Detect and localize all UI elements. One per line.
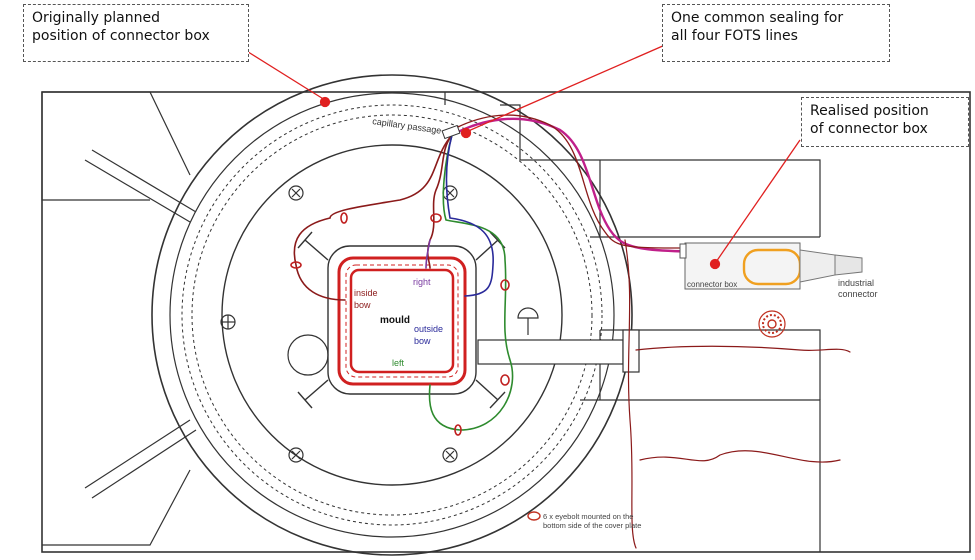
connector-box-label: connector box <box>687 280 737 289</box>
mould-label: mould <box>380 315 410 326</box>
common-sealing <box>441 124 461 140</box>
fiber-magenta <box>450 117 782 254</box>
callout-common-sealing: One common sealing for all four FOTS lin… <box>662 4 890 62</box>
callout-leaders <box>244 44 801 270</box>
capillary-label: capillary passage <box>372 116 442 136</box>
callout-sealing-line1: One common sealing for <box>671 10 844 26</box>
fiber-brown-f <box>639 450 841 463</box>
fiber-green <box>428 134 514 431</box>
right-rails <box>444 92 821 552</box>
fiber-brown-c <box>451 114 681 249</box>
fiber-brown-e <box>635 345 851 353</box>
turntable <box>151 74 633 556</box>
inside-bow-label-1: inside <box>354 288 378 298</box>
left-support-wedges <box>41 91 197 546</box>
inside-bow-label-2: bow <box>354 300 371 310</box>
connector-box <box>679 242 863 290</box>
callout-realised-line2: of connector box <box>810 121 928 137</box>
industrial-connector-label-2: connector <box>838 289 878 299</box>
callout-original-line2: position of connector box <box>32 28 210 44</box>
left-label: left <box>392 358 405 368</box>
outside-bow-label-1: outside <box>414 324 443 334</box>
eyebolt-legend-icon <box>527 511 541 521</box>
callout-realised-line1: Realised position <box>810 103 929 119</box>
eyebolt-legend-1: 6 x eyebolt mounted on the <box>543 512 633 521</box>
right-label: right <box>413 277 431 287</box>
fiber-brown-a <box>293 134 453 301</box>
cover-plate <box>41 91 971 553</box>
eyebolt-legend-2: bottom side of the cover plate <box>543 521 641 530</box>
callout-realised-position: Realised position of connector box <box>801 97 969 147</box>
fiber-brown-d <box>624 239 637 549</box>
fiber-lines <box>293 114 851 549</box>
callout-original-line1: Originally planned <box>32 10 161 26</box>
industrial-connector-label-1: industrial <box>838 278 874 288</box>
fiber-blue <box>445 134 494 297</box>
callout-original-position: Originally planned position of connector… <box>23 4 249 62</box>
shaft <box>287 307 640 376</box>
mould-assembly <box>297 231 506 409</box>
fiber-markers <box>290 212 510 436</box>
fiber-purple <box>425 239 431 269</box>
mould-fiber-loop <box>337 256 467 386</box>
callout-sealing-line2: all four FOTS lines <box>671 28 798 44</box>
industrial-connector-ring <box>758 310 786 338</box>
outside-bow-label-2: bow <box>414 336 431 346</box>
